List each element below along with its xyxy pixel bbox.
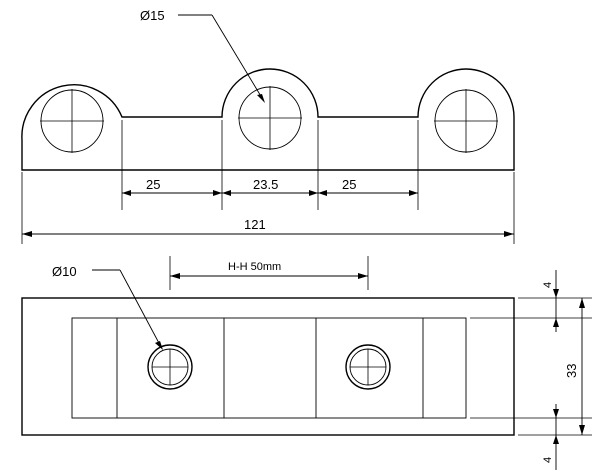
bottom-right-hole [345,344,391,390]
top-overall-dimension: 121 [22,217,514,237]
right-vertical-dimensions: 4 33 4 [542,270,585,470]
dim-left-gap: 25 [146,177,160,192]
hole-spacing-label: H-H 50mm [228,261,281,273]
dim-center-gap: 23.5 [253,177,278,192]
top-middle-hole [238,86,302,150]
bottom-inner-outline [71,317,467,419]
bottom-hole-diameter-callout: Ø10 [52,264,163,350]
top-view-outline [21,68,515,171]
dim-right-gap: 25 [342,177,356,192]
bottom-hole-diameter-label: Ø10 [52,264,77,279]
hole-spacing-dimension: H-H 50mm [169,256,369,290]
top-chain-dimensions: 25 23.5 25 [122,177,418,196]
dim-bottom-margin: 4 [542,457,554,463]
top-left-hole [40,89,104,153]
top-hole-diameter-label: Ø15 [140,8,165,23]
top-right-hole [434,89,498,153]
dim-overall-length: 121 [244,217,266,232]
dim-top-margin: 4 [542,282,554,288]
dim-height: 33 [564,364,579,378]
right-extension-lines [470,297,592,436]
bottom-outer-outline [21,297,515,436]
bottom-left-hole [147,344,193,390]
top-view: Ø15 25 23.5 25 1 [21,8,515,244]
top-hole-diameter-callout: Ø15 [140,8,265,103]
top-extension-lines [21,120,515,244]
bottom-view: Ø10 H-H 50mm [21,256,592,470]
